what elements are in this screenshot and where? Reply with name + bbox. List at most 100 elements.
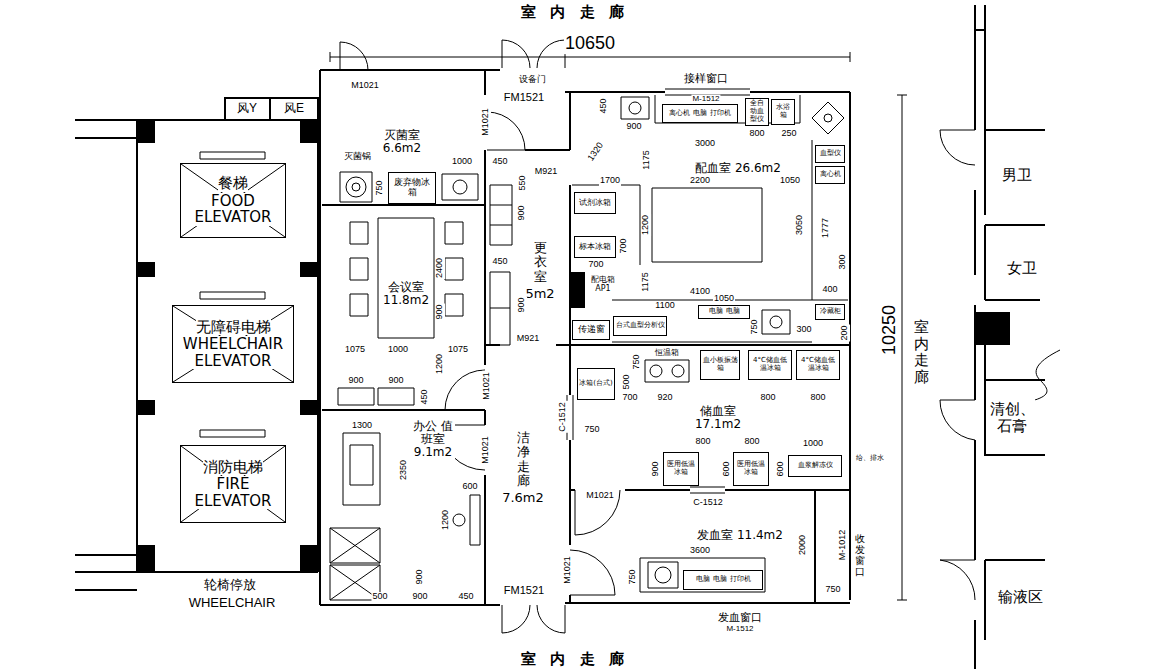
- dimension-number: 1075: [344, 345, 366, 355]
- room-area: 洁净走廊7.6m2: [487, 345, 570, 605]
- equipment-box: 电脑电脑: [698, 305, 750, 319]
- box-text: 电脑: [693, 110, 707, 118]
- door-code: M921: [534, 167, 559, 177]
- door-code: M1021: [585, 491, 615, 501]
- equipment-box: 离心机电脑打印机: [662, 104, 738, 123]
- box-text: 餐梯: [218, 175, 248, 192]
- dimension-number: 1175: [642, 149, 652, 170]
- solid-columns: [137, 120, 1010, 572]
- dimension-number: 3000: [694, 139, 716, 149]
- dimension-number: 900: [347, 376, 364, 386]
- dimension-number: 550: [518, 174, 528, 191]
- dimension-number: 300: [838, 253, 848, 270]
- room-name: 洁净走廊: [517, 431, 530, 488]
- equipment-box: 血小板振荡箱: [700, 350, 740, 380]
- box-text: FIRE ELEVATOR: [182, 476, 284, 509]
- equipment-box: 冰箱(台式): [577, 368, 615, 400]
- dimension-number: 2000: [798, 534, 808, 556]
- box-text: 医用低温冰箱: [665, 461, 697, 476]
- dimension-number: 700: [619, 237, 629, 254]
- box-text: 血型仪: [820, 150, 841, 158]
- equipment-box: 4°C储血低温冰箱: [796, 350, 840, 380]
- dimension-number: 600: [461, 482, 478, 492]
- elevator-car: 消防电梯FIRE ELEVATOR: [180, 445, 286, 523]
- room-area: 会议室 11.8m2: [322, 205, 485, 345]
- dimension-number: 200: [840, 324, 850, 341]
- dimension-number: 900: [387, 376, 404, 386]
- room-area: 女卫: [985, 230, 1045, 300]
- plan-label: 收发窗口: [855, 533, 865, 577]
- box-text: 废弃物冰箱: [390, 178, 434, 198]
- dimension-number: 700: [621, 393, 638, 403]
- room-area: 男卫: [985, 135, 1045, 215]
- equipment-box: 台式血型分析仪: [613, 316, 667, 336]
- equipment-box: 血浆解冻仪: [788, 455, 842, 477]
- dimension-number: 920: [656, 393, 673, 403]
- room-name: 办公 值班室 9.1m2: [411, 420, 455, 460]
- plan-label: 轮椅停放: [203, 578, 257, 592]
- dimension-number: 750: [750, 318, 760, 335]
- box-text: 电脑: [726, 308, 740, 316]
- dimension-number: 10250: [880, 304, 900, 356]
- plan-label: 发血窗口: [717, 611, 763, 623]
- room-area: 更衣室5m2: [487, 150, 570, 345]
- dimension-number: 450: [491, 157, 508, 167]
- autoclave-hub: [352, 183, 360, 191]
- door-code: M1021: [481, 435, 491, 465]
- dimension-number: 400: [821, 285, 838, 295]
- room-area: 配电箱 AP1: [572, 272, 618, 306]
- room-name: 会议室 11.8m2: [383, 281, 429, 307]
- room-name: 发血室 11.4m2: [680, 529, 800, 542]
- dimension-number: 750: [632, 353, 642, 370]
- plan-label: 给、排水: [855, 454, 885, 462]
- box-text: 试剂冰箱: [579, 199, 611, 208]
- box-text: 4°C储血低温冰箱: [750, 357, 790, 372]
- dimension-number: 1100: [654, 301, 675, 311]
- dimension-number: 900: [651, 460, 661, 477]
- room-area: 办公 值班室 9.1m2: [322, 410, 485, 605]
- plan-label: 风E: [283, 102, 305, 115]
- box-text: WHEELCHAIR ELEVATOR: [174, 336, 292, 369]
- dimension-number: 2350: [399, 459, 409, 481]
- room-name: 灭菌室 6.6m2: [377, 129, 427, 155]
- box-text: 离心机: [820, 171, 841, 179]
- box-text: 冰箱(台式): [579, 380, 612, 388]
- dimension-number: 900: [625, 122, 642, 132]
- dimension-number: 10650: [564, 34, 616, 54]
- thin-lines: [200, 40, 1060, 633]
- box-text: FOOD ELEVATOR: [182, 193, 284, 226]
- dimension-number: 900: [415, 568, 425, 585]
- dimension-number: 1000: [451, 157, 473, 167]
- dimension-number: 500: [622, 373, 632, 390]
- dimension-number: 250: [780, 129, 797, 139]
- dimension-number: 3050: [795, 214, 805, 236]
- room-name: 恒温箱: [643, 349, 691, 358]
- cross-line: [173, 306, 293, 382]
- room-area: 输液区: [986, 570, 1046, 620]
- door-code: C-1512: [558, 401, 568, 433]
- dimension-number: 450: [491, 257, 508, 267]
- box-text: 无障碍电梯: [196, 319, 271, 336]
- dimension-number: 2200: [689, 176, 711, 186]
- dimension-number: 500: [371, 592, 388, 602]
- room-area: 灭菌锅: [336, 150, 378, 204]
- box-text: 电脑: [696, 576, 710, 584]
- wall-lines: [75, 5, 1045, 669]
- box-text: 标本冰箱: [579, 243, 611, 252]
- dimension-number: 1075: [447, 345, 469, 355]
- room-name: 更衣室: [534, 241, 547, 284]
- box-text: 打印机: [730, 576, 751, 584]
- equipment-box: 水浴箱: [771, 99, 795, 125]
- room-area: 储血室 17.1m2冰箱(台式)恒温箱血小板振荡箱4°C储血低温冰箱4°C储血低…: [570, 345, 850, 490]
- room-name: 配血室 26.6m2: [678, 162, 798, 175]
- door-code: M-1012: [838, 529, 848, 562]
- sink-bowl: [629, 102, 641, 114]
- box-text: 冷藏柜: [820, 308, 841, 316]
- equipment-box: 废弃物冰箱: [388, 172, 436, 204]
- room-name: 男卫: [992, 167, 1042, 184]
- box-text: 打印机: [710, 110, 731, 118]
- dimension-number: 1700: [599, 176, 621, 186]
- dimension-number: 1200: [435, 353, 445, 375]
- autoclave-drum: [346, 177, 366, 197]
